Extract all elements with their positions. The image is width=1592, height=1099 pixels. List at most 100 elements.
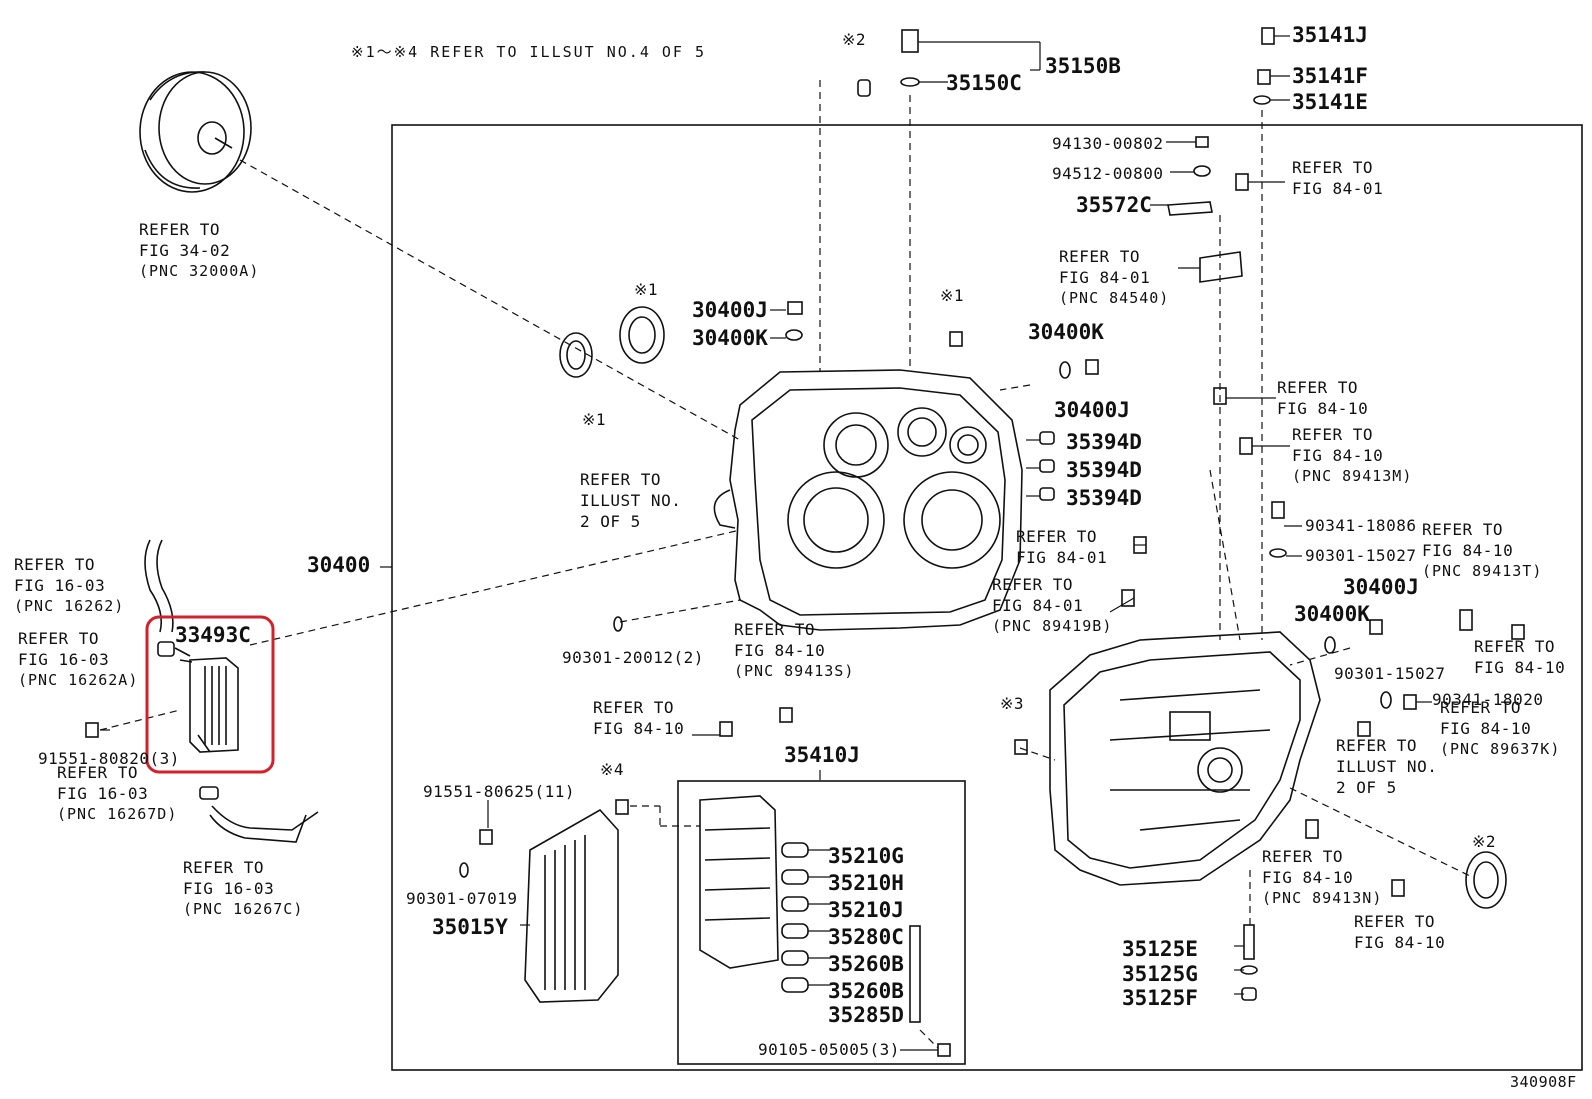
ref-fig-84-10-c[interactable]: REFER TO FIG 84-10 bbox=[593, 697, 684, 739]
part-number-30400[interactable]: 30400 bbox=[307, 553, 371, 577]
ref-line: REFER TO bbox=[734, 620, 816, 639]
ref-illust-2-of-5[interactable]: REFER TO ILLUST NO. 2 OF 5 bbox=[580, 469, 681, 532]
ref-fig-84-10-b[interactable]: REFER TO FIG 84-10 bbox=[1474, 636, 1565, 678]
ref-fig-16-03-pnc-16262a[interactable]: REFER TO FIG 16-03 (PNC 16262A) bbox=[18, 628, 138, 691]
part-number-35150B[interactable]: 35150B bbox=[1045, 54, 1121, 78]
ref-line: REFER TO bbox=[1354, 912, 1436, 931]
part-number-35260B-2[interactable]: 35260B bbox=[828, 979, 904, 1003]
ref-line: FIG 84-10 bbox=[593, 719, 685, 738]
ref-fig-84-01-top[interactable]: REFER TO FIG 84-01 bbox=[1292, 157, 1383, 199]
part-number-35125G[interactable]: 35125G bbox=[1122, 962, 1198, 986]
ref-line: FIG 84-10 bbox=[1292, 446, 1384, 465]
part-number-35394D-3[interactable]: 35394D bbox=[1066, 486, 1142, 510]
part-number-91551-80625[interactable]: 91551-80625(11) bbox=[423, 782, 575, 801]
part-number-90301-15027-a[interactable]: 90301-15027 bbox=[1305, 546, 1417, 565]
part-number-90301-20012[interactable]: 90301-20012(2) bbox=[562, 648, 704, 667]
note-marker-4: ※4 bbox=[600, 760, 625, 779]
part-number-35210J[interactable]: 35210J bbox=[828, 898, 904, 922]
ref-pnc: (PNC 89413N) bbox=[1262, 889, 1383, 907]
part-number-35394D-1[interactable]: 35394D bbox=[1066, 430, 1142, 454]
ref-fig-84-10-pnc-89413m[interactable]: REFER TO FIG 84-10 (PNC 89413M) bbox=[1292, 424, 1412, 487]
ref-pnc: (PNC 89637K) bbox=[1440, 740, 1561, 758]
part-number-30400J-a[interactable]: 30400J bbox=[692, 298, 768, 322]
ref-pnc: (PNC 32000A) bbox=[139, 262, 260, 280]
part-number-90105-05005[interactable]: 90105-05005(3) bbox=[758, 1040, 900, 1059]
ref-line: REFER TO bbox=[1440, 698, 1522, 717]
ref-pnc: (PNC 16262) bbox=[14, 597, 125, 615]
ref-fig-16-03-pnc-16267c[interactable]: REFER TO FIG 16-03 (PNC 16267C) bbox=[183, 857, 303, 920]
ref-pnc: (PNC 16267D) bbox=[57, 805, 178, 823]
part-number-35410J[interactable]: 35410J bbox=[784, 743, 860, 767]
ref-line: REFER TO bbox=[580, 470, 662, 489]
part-number-35210H[interactable]: 35210H bbox=[828, 871, 904, 895]
part-number-35280C[interactable]: 35280C bbox=[828, 925, 904, 949]
ref-line: FIG 84-10 bbox=[1262, 868, 1354, 887]
ref-line: REFER TO bbox=[1336, 736, 1418, 755]
ref-line: REFER TO bbox=[1292, 158, 1374, 177]
part-number-30400K-c[interactable]: 30400K bbox=[1294, 602, 1370, 626]
ref-line: REFER TO bbox=[57, 763, 139, 782]
ref-line: 2 OF 5 bbox=[580, 512, 641, 531]
part-number-35572C[interactable]: 35572C bbox=[1076, 193, 1152, 217]
note-marker-2-top: ※2 bbox=[842, 30, 867, 49]
ref-line: FIG 34-02 bbox=[139, 241, 231, 260]
note-marker-1-b: ※1 bbox=[582, 410, 607, 429]
part-number-35015Y[interactable]: 35015Y bbox=[432, 915, 508, 939]
ref-fig-84-10-pnc-89413s[interactable]: REFER TO FIG 84-10 (PNC 89413S) bbox=[734, 619, 854, 682]
part-number-35260B-1[interactable]: 35260B bbox=[828, 952, 904, 976]
part-number-30400K-b[interactable]: 30400K bbox=[1028, 320, 1104, 344]
part-number-35141E[interactable]: 35141E bbox=[1292, 90, 1368, 114]
ref-pnc: (PNC 16267C) bbox=[183, 900, 304, 918]
ref-line: REFER TO bbox=[593, 698, 675, 717]
part-number-30400K-a[interactable]: 30400K bbox=[692, 326, 768, 350]
part-number-30400J-b[interactable]: 30400J bbox=[1054, 398, 1130, 422]
part-number-35141F[interactable]: 35141F bbox=[1292, 64, 1368, 88]
ref-fig-16-03-pnc-16267d[interactable]: REFER TO FIG 16-03 (PNC 16267D) bbox=[57, 762, 177, 825]
oil-cooler-drawing bbox=[174, 647, 239, 753]
ref-line: FIG 16-03 bbox=[14, 576, 106, 595]
ref-fig-84-01-pnc-84540[interactable]: REFER TO FIG 84-01 (PNC 84540) bbox=[1059, 246, 1169, 309]
part-number-30400J-c[interactable]: 30400J bbox=[1343, 575, 1419, 599]
ref-line: REFER TO bbox=[1292, 425, 1374, 444]
part-number-35125F[interactable]: 35125F bbox=[1122, 986, 1198, 1010]
ref-pnc: (PNC 89413M) bbox=[1292, 467, 1413, 485]
assembly-frame bbox=[391, 124, 1583, 1071]
ref-pnc: (PNC 89413T) bbox=[1422, 562, 1543, 580]
part-number-33493C[interactable]: 33493C bbox=[175, 623, 251, 647]
part-number-91551-80820[interactable]: 91551-80820(3) bbox=[38, 749, 180, 768]
note-marker-1-a: ※1 bbox=[634, 280, 659, 299]
transmission-housing-drawing bbox=[713, 369, 1023, 631]
part-number-90341-18086[interactable]: 90341-18086 bbox=[1305, 516, 1417, 535]
ref-fig-84-10-pnc-89413n[interactable]: REFER TO FIG 84-10 (PNC 89413N) bbox=[1262, 846, 1382, 909]
part-number-90301-07019[interactable]: 90301-07019 bbox=[406, 889, 518, 908]
ref-illust-2-of-5-b[interactable]: REFER TO ILLUST NO. 2 OF 5 bbox=[1336, 735, 1437, 798]
ref-fig-16-03-pnc-16262[interactable]: REFER TO FIG 16-03 (PNC 16262) bbox=[14, 554, 124, 617]
ref-fig-84-10-a[interactable]: REFER TO FIG 84-10 bbox=[1277, 377, 1368, 419]
ref-fig-84-10-pnc-89637k[interactable]: REFER TO FIG 84-10 (PNC 89637K) bbox=[1440, 697, 1560, 760]
torque-converter-drawing bbox=[139, 71, 252, 193]
part-number-94512-00800[interactable]: 94512-00800 bbox=[1052, 164, 1164, 183]
ref-fig-84-01-pnc-89419b[interactable]: REFER TO FIG 84-01 (PNC 89419B) bbox=[992, 574, 1112, 637]
ref-fig-84-10-pnc-89413t[interactable]: REFER TO FIG 84-10 (PNC 89413T) bbox=[1422, 519, 1542, 582]
part-number-35394D-2[interactable]: 35394D bbox=[1066, 458, 1142, 482]
ref-line: REFER TO bbox=[14, 555, 96, 574]
ref-line: FIG 84-10 bbox=[1354, 933, 1446, 952]
part-number-90341-18020[interactable]: 90341-18020 bbox=[1432, 690, 1544, 709]
ref-fig-84-01-b[interactable]: REFER TO FIG 84-01 bbox=[1016, 526, 1107, 568]
part-number-35150C[interactable]: 35150C bbox=[946, 71, 1022, 95]
part-number-90301-15027-b[interactable]: 90301-15027 bbox=[1334, 664, 1446, 683]
part-number-35285D[interactable]: 35285D bbox=[828, 1003, 904, 1027]
ref-line: REFER TO bbox=[183, 858, 265, 877]
small-fasteners bbox=[85, 27, 1525, 1057]
part-number-94130-00802[interactable]: 94130-00802 bbox=[1052, 134, 1164, 153]
part-number-35125E[interactable]: 35125E bbox=[1122, 937, 1198, 961]
figure-code: 340908F bbox=[1510, 1073, 1577, 1091]
ref-fig-84-10-d[interactable]: REFER TO FIG 84-10 bbox=[1354, 911, 1445, 953]
ref-line: REFER TO bbox=[18, 629, 100, 648]
part-number-35141J[interactable]: 35141J bbox=[1292, 23, 1368, 47]
ref-pnc: (PNC 89419B) bbox=[992, 617, 1113, 635]
hose-drawings bbox=[144, 539, 319, 843]
part-number-35210G[interactable]: 35210G bbox=[828, 844, 904, 868]
ref-fig-34-02[interactable]: REFER TO FIG 34-02 (PNC 32000A) bbox=[139, 219, 259, 282]
ref-line: FIG 84-10 bbox=[1440, 719, 1532, 738]
